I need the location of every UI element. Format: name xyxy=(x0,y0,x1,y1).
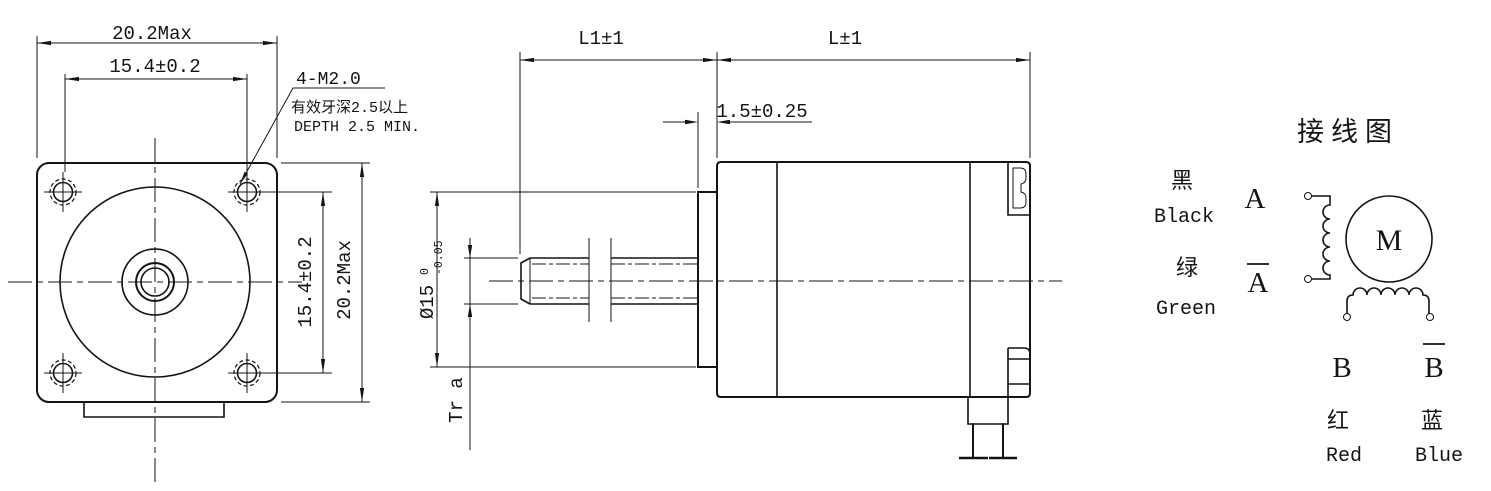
terminal-a xyxy=(1304,192,1312,200)
side-view: L1±1 L±1 1.5±0.25 Ø15 0 -0.05 Tr a xyxy=(417,28,1062,460)
rotor-housing-circle xyxy=(59,186,251,378)
screw-tip-chamfer xyxy=(520,257,531,305)
lead-b-bar-en-label: Blue xyxy=(1415,445,1463,468)
lead-a-bar-cn-label: 绿 xyxy=(1176,256,1198,281)
dim-extension-lines-length xyxy=(519,52,1031,254)
phase-a-bar-label: A xyxy=(1248,267,1269,299)
lead-a-cn-label: 黑 xyxy=(1171,169,1193,194)
rear-clip-top xyxy=(1007,163,1030,216)
dim-text-screw-thread: Tr a xyxy=(446,377,468,423)
dim-pilot-length: 1.5±0.25 xyxy=(663,101,812,188)
dim-text-height-outer: 20.2Max xyxy=(334,240,356,320)
rear-connector-block xyxy=(967,397,1009,425)
mounting-hole-bottom-left xyxy=(44,353,82,393)
motor-body-outline xyxy=(716,161,1031,398)
lead-b-bar-cn-label: 蓝 xyxy=(1421,409,1443,434)
leader-arrowhead xyxy=(240,171,248,184)
dim-text-pilot-diameter: Ø15 xyxy=(417,285,439,319)
motor-label: M xyxy=(1376,224,1403,257)
lead-a-en-label: Black xyxy=(1154,206,1214,229)
screw-break-lines xyxy=(588,238,612,322)
wiring-title: 接线图 xyxy=(1297,117,1399,148)
terminal-a-bar xyxy=(1304,275,1312,283)
mounting-hole-top-left xyxy=(44,172,82,212)
dim-text-pilot-tol-upper: 0 xyxy=(419,268,432,275)
motor-circle xyxy=(1345,195,1433,283)
dim-pilot-diameter: Ø15 0 -0.05 xyxy=(417,191,696,368)
flange-outline xyxy=(36,162,278,403)
terminal-b-bar xyxy=(1426,313,1434,321)
terminal-b xyxy=(1343,313,1351,321)
dim-text-width-outer: 20.2Max xyxy=(112,23,192,45)
pilot-boss-side xyxy=(697,191,718,368)
dim-text-pilot-length: 1.5±0.25 xyxy=(716,101,807,123)
thread-depth-en-text: DEPTH 2.5 MIN. xyxy=(294,119,420,136)
mounting-hole-bottom-right xyxy=(228,353,266,393)
lead-screw xyxy=(520,238,698,322)
thread-depth-cn-text: 有效牙深2.5以上 xyxy=(291,99,408,117)
lead-b-cn-label: 红 xyxy=(1327,409,1349,434)
shaft-hole-outer-circle xyxy=(135,262,175,302)
dim-extension-lines-right xyxy=(262,162,370,403)
dim-text-body-length: L±1 xyxy=(828,28,862,50)
lead-a-bar-en-label: Green xyxy=(1156,298,1216,321)
dim-extension-lines-top-outer xyxy=(36,36,278,158)
phase-b-bar-label: B xyxy=(1424,352,1443,384)
dim-text-shaft-length: L1±1 xyxy=(578,28,624,50)
front-view: 20.2Max 15.4±0.2 15.4±0.2 20.2Max 4-M2.0… xyxy=(8,23,420,487)
leader-line xyxy=(239,87,385,185)
dim-extension-lines-top-inner xyxy=(64,74,248,172)
phase-a-label: A xyxy=(1245,183,1266,215)
wiring-diagram: 接线图 黑 Black A 绿 Green A M B B 红 蓝 Red Bl… xyxy=(1154,117,1463,468)
thread-callout: 4-M2.0 有效牙深2.5以上 DEPTH 2.5 MIN. xyxy=(239,70,420,185)
rear-clip-bottom xyxy=(1007,347,1031,397)
phase-b-coil xyxy=(1343,287,1434,321)
mounting-hole-top-right xyxy=(228,172,266,212)
dim-text-hole-spacing-h: 15.4±0.2 xyxy=(109,56,200,78)
phase-a-coil xyxy=(1304,192,1331,283)
shaft-hole-inner-circle xyxy=(140,267,170,297)
phase-b-label: B xyxy=(1332,352,1351,384)
connector-tab-front xyxy=(83,402,225,418)
dim-text-hole-spacing-v: 15.4±0.2 xyxy=(295,236,317,327)
lead-wires xyxy=(972,423,1004,459)
dim-text-pilot-tol-lower: -0.05 xyxy=(433,240,446,275)
pilot-boss-circle xyxy=(121,248,189,316)
screw-thread-root-lines xyxy=(532,263,698,299)
dim-screw-thread: Tr a xyxy=(446,238,518,450)
lead-b-en-label: Red xyxy=(1326,445,1362,468)
mounting-holes xyxy=(44,172,266,393)
screw-outer-diameter-lines xyxy=(530,257,698,305)
thread-callout-text: 4-M2.0 xyxy=(296,70,361,90)
